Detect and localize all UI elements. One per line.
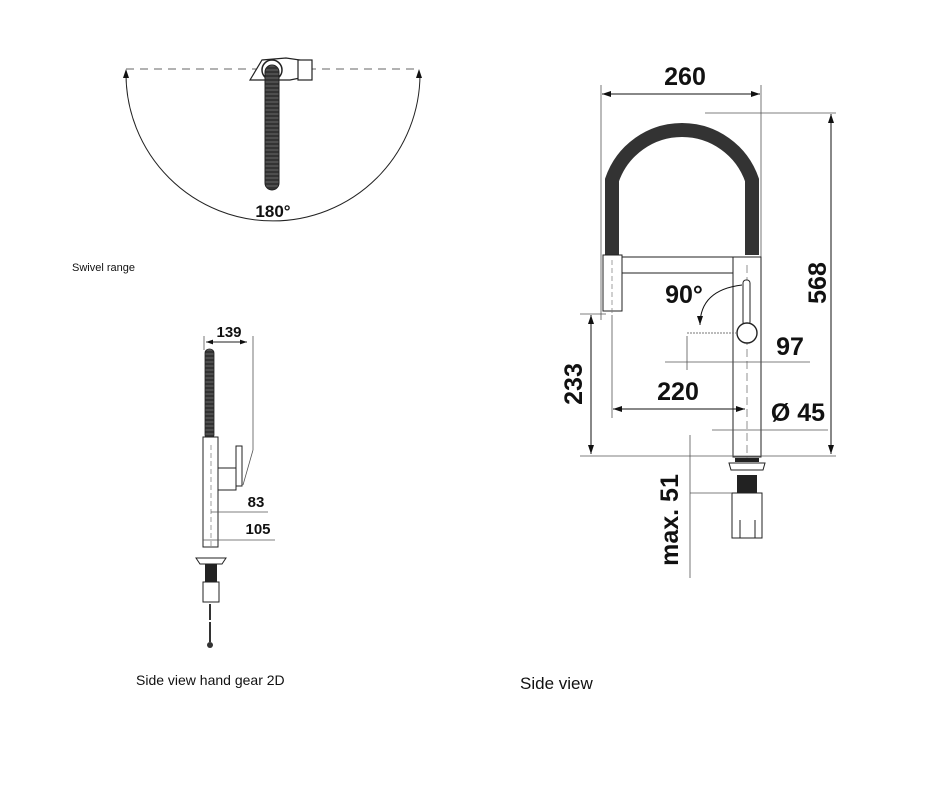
max-thickness-label: max. 51: [656, 474, 684, 566]
side-view-width-label: 260: [664, 63, 706, 91]
hand-gear-width-label: 139: [216, 324, 241, 341]
lever-reach-label: 97: [776, 333, 804, 361]
diameter-label: Ø 45: [771, 399, 825, 427]
side-view-drawing: 260 568 90° 97 220 233: [560, 63, 836, 578]
swivel-range-caption: Swivel range: [72, 262, 135, 274]
swivel-range-drawing: 180°: [123, 57, 422, 222]
faucet-top-handle: [297, 59, 313, 81]
swivel-arc: [125, 73, 421, 222]
side-view-height-label: 568: [804, 262, 832, 304]
hand-gear-offset-83: 83: [248, 494, 265, 511]
lever-angle-label: 90°: [665, 281, 703, 309]
swivel-arrow-left-icon: [123, 69, 129, 78]
hand-gear-drawing: 139 83 105: [195, 324, 275, 648]
side-view-caption: Side view: [520, 674, 593, 693]
side-view-hose: [605, 123, 759, 255]
swivel-arrow-right-icon: [416, 69, 422, 78]
spout-reach-label: 220: [657, 378, 699, 406]
swivel-hose: [264, 64, 280, 191]
spout-height-label: 233: [560, 363, 588, 405]
hand-gear-caption: Side view hand gear 2D: [136, 672, 285, 688]
swivel-angle-label: 180°: [255, 202, 290, 221]
hand-gear-offset-105: 105: [245, 521, 270, 538]
